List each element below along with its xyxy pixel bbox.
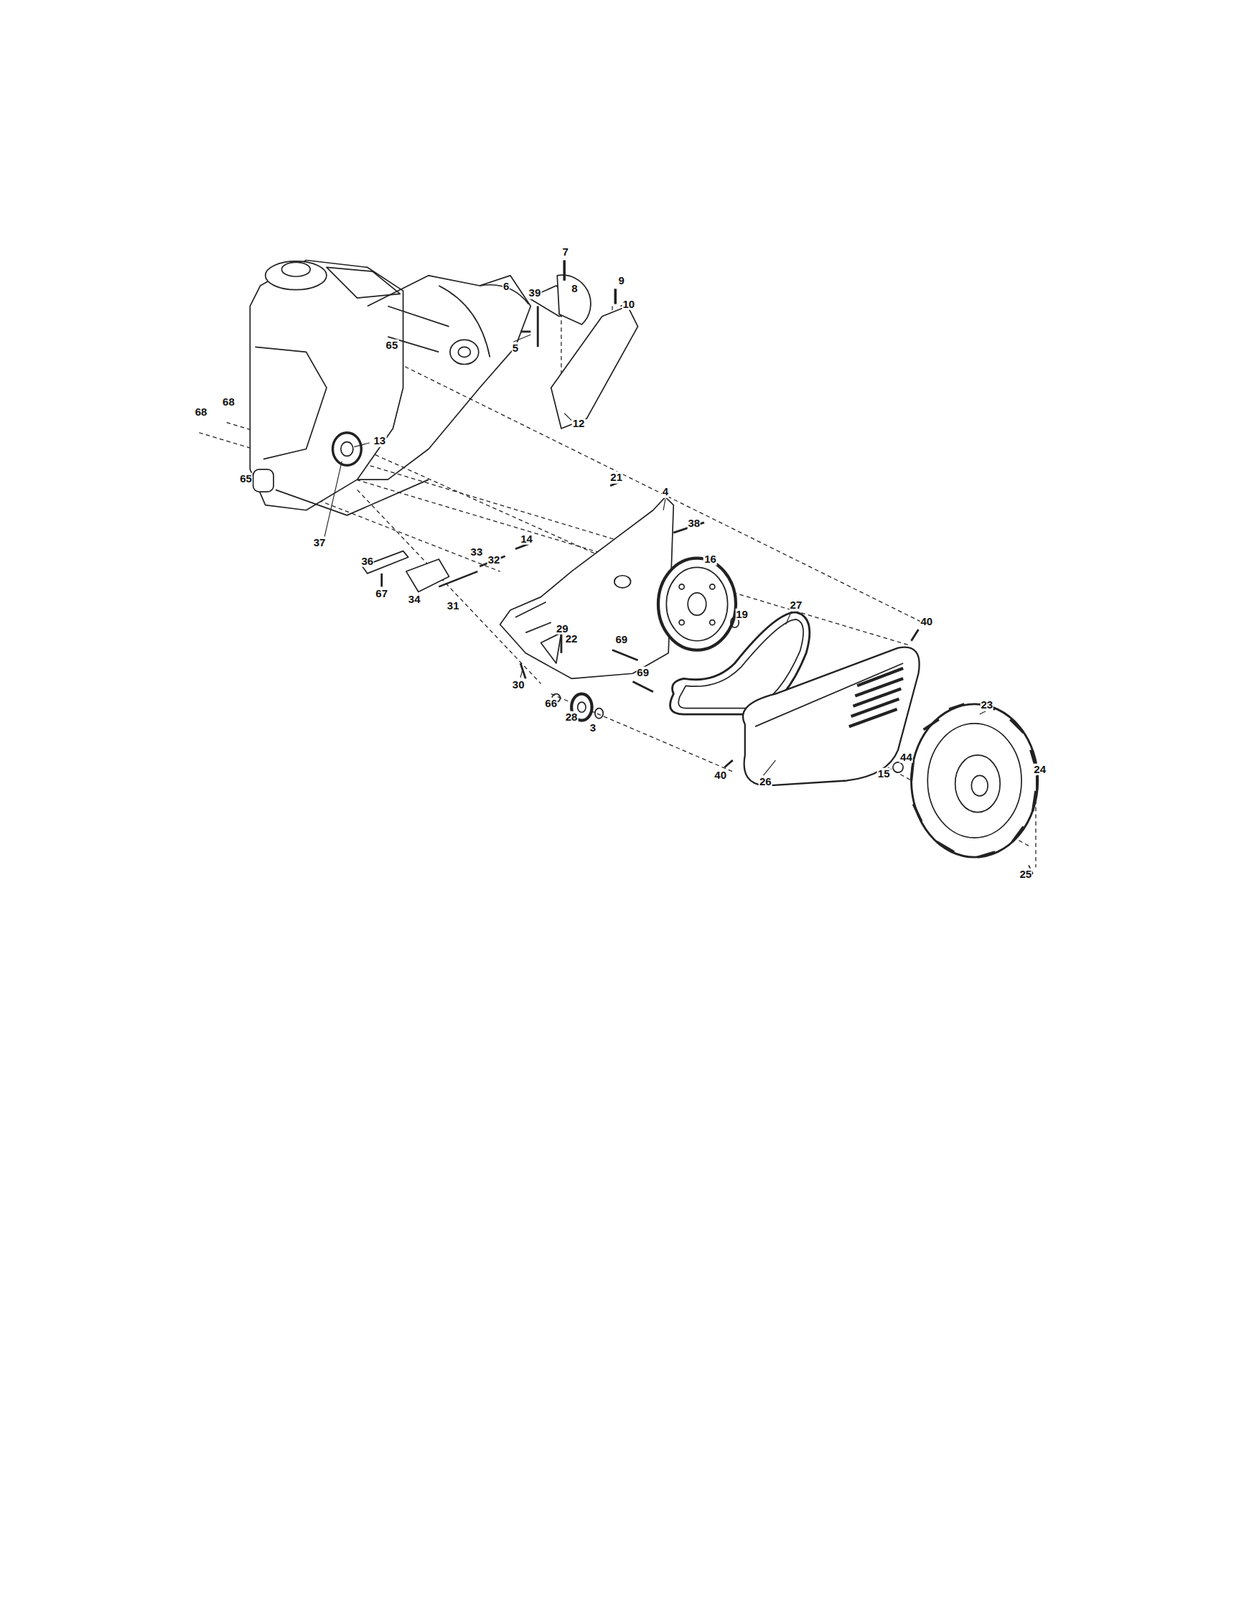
callout-number: 4 [661,485,670,499]
callout-number: 9 [618,274,626,288]
callout-number: 68 [221,396,236,409]
callout-number: 22 [564,633,579,646]
callout-number: 7 [561,246,569,259]
callout-number: 34 [407,592,422,606]
callout-number: 12 [572,417,586,430]
callout-number: 26 [758,775,773,789]
callout-number: 40 [713,769,728,782]
callout-number: 3 [589,721,597,734]
callout-number: 8 [570,282,578,296]
callout-number: 69 [635,666,650,680]
callout-number: 38 [686,517,701,530]
callout-number: 66 [544,697,558,710]
callout-number: 10 [621,297,636,311]
callout-number: 23 [979,699,994,712]
callout-number: 25 [1018,868,1033,881]
callout-number: 24 [1032,763,1047,776]
callout-number: 65 [239,473,253,486]
callout-number: 65 [385,338,400,352]
callout-number: 36 [360,555,374,568]
callout-number: 30 [511,679,526,692]
callout-number: 68 [194,406,209,419]
callout-number: 5 [511,342,519,355]
callout-number: 39 [528,287,542,300]
callout-number: 21 [609,471,624,484]
callout-number: 13 [373,435,387,448]
callout-number: 33 [470,546,484,559]
callout-number: 6 [502,280,510,293]
callout-number: 44 [899,751,914,764]
callout-number: 67 [374,587,389,601]
callout-number: 37 [312,536,327,550]
callout-number: 19 [735,608,749,621]
callout-number: 15 [877,767,891,780]
callout-number: 31 [446,600,461,613]
callout-number: 32 [487,554,502,567]
callout-number: 69 [614,633,629,647]
callout-number: 27 [789,599,804,612]
callout-number: 40 [920,615,934,629]
callout-number: 16 [703,553,718,566]
callout-number: 28 [564,711,579,724]
callout-number: 14 [519,532,534,545]
